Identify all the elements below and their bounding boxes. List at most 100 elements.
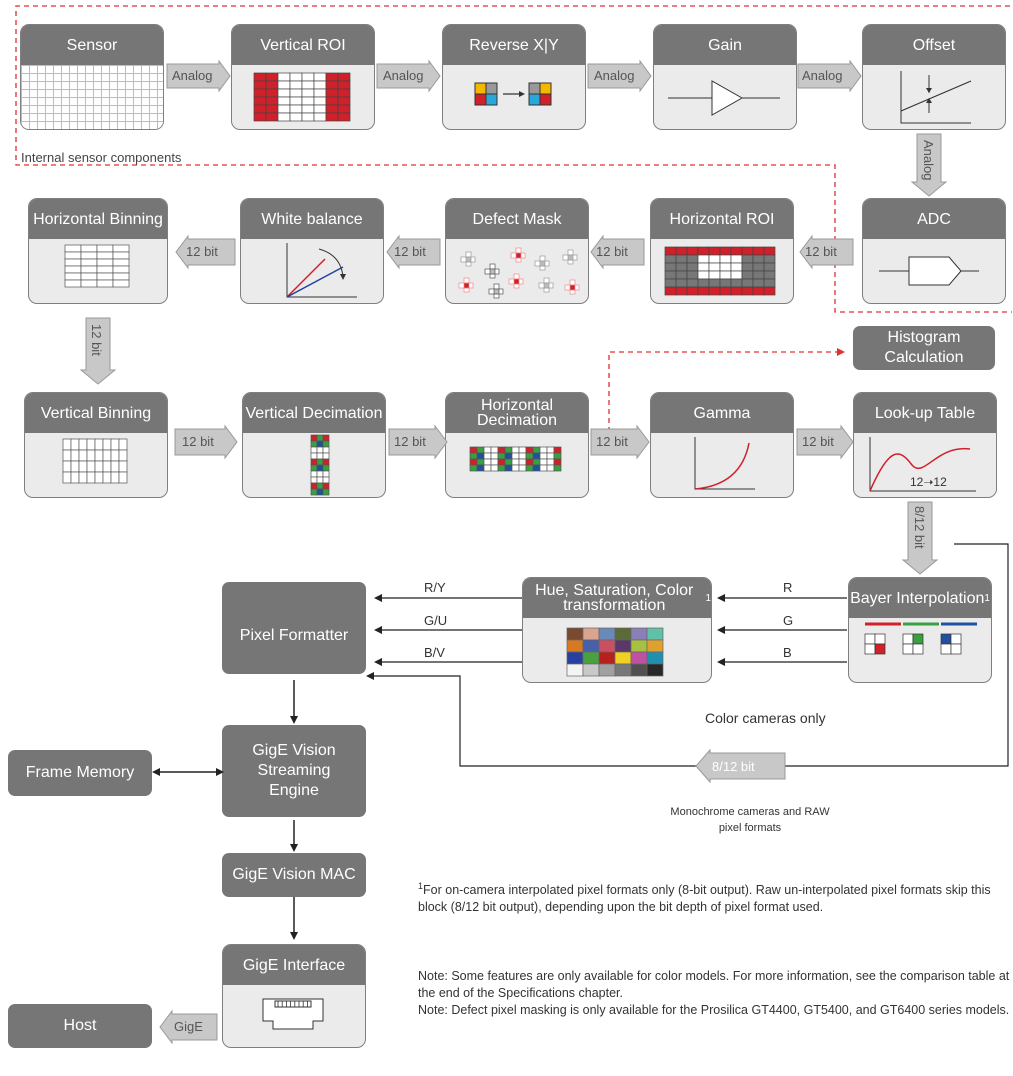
sensor-block: Sensor: [20, 24, 164, 130]
bit-label-vbin-vdec: 12 bit: [182, 434, 214, 449]
bit-label-hdec-gamma: 12 bit: [596, 434, 628, 449]
white-balance-title: White balance: [241, 199, 383, 239]
lut-mapping-label: 12➝12: [910, 475, 947, 489]
host-block: Host: [8, 1004, 152, 1048]
gamma-curve-icon: [694, 437, 755, 490]
bayer-icon: [864, 622, 977, 655]
b-label: B: [783, 645, 792, 660]
frame-memory-block: Frame Memory: [8, 750, 152, 796]
analog-arrow-1: [166, 59, 231, 93]
bit-label-wb-hbin: 12 bit: [186, 244, 218, 259]
bit-arrow-adc-hroi: [799, 234, 854, 270]
adc-block: ADC: [862, 198, 1006, 304]
interface-block: GigE Interface: [222, 944, 366, 1048]
gige-arrow: [159, 1009, 218, 1045]
amplifier-icon: [668, 80, 780, 116]
gige-label: GigE: [174, 1019, 203, 1034]
gamma-block: Gamma: [650, 392, 794, 498]
bit-arrow-mono: [695, 748, 786, 784]
defect-mask-title: Defect Mask: [446, 199, 588, 239]
horizontal-decimation-title: Horizontal Decimation: [446, 393, 588, 433]
analog-arrow-4: [797, 59, 862, 93]
g-label: G: [783, 613, 794, 628]
lookup-table-block: Look-up Table 12➝12: [853, 392, 997, 498]
bv-label: B/V: [424, 645, 445, 660]
lut-curve-icon: [869, 437, 976, 492]
bit-arrow-vbin-vdec: [174, 424, 238, 460]
bit-label-down-1: 12 bit: [89, 324, 104, 356]
lookup-table-title: Look-up Table: [854, 393, 996, 433]
bit-label-vdec-hdec: 12 bit: [394, 434, 426, 449]
histogram-dashed-arrow: [608, 348, 845, 432]
bit-arrow-down-1: [79, 317, 117, 385]
bit-arrow-hroi-defect: [590, 234, 645, 270]
gain-block: Gain: [653, 24, 797, 130]
adc-icon: [879, 256, 979, 286]
pixel-formatter-block: Pixel Formatter: [222, 582, 366, 674]
reverse-xy-block: Reverse X|Y: [442, 24, 586, 130]
analog-label-5: Analog: [921, 140, 936, 181]
bit-label-gamma-lut: 12 bit: [802, 434, 834, 449]
analog-label-1: Analog: [172, 68, 213, 83]
horizontal-binning-title: Horizontal Binning: [29, 199, 167, 239]
mac-block: GigE Vision MAC: [222, 853, 366, 897]
note-color-models: Note: Some features are only available f…: [418, 969, 1010, 1000]
bit-arrow-vdec-hdec: [388, 424, 448, 460]
internal-sensor-label: Internal sensor components: [21, 150, 182, 165]
mono-caption: Monochrome cameras and RAW pixel formats: [670, 806, 830, 834]
vertical-roi-icon: [253, 72, 351, 122]
footnote: 1For on-camera interpolated pixel format…: [418, 881, 991, 915]
vertical-decimation-block: Vertical Decimation: [242, 392, 386, 498]
bit-arrow-wb-hbin: [175, 234, 236, 270]
interface-title: GigE Interface: [223, 945, 365, 985]
vertical-decimation-icon: [310, 434, 330, 496]
note-defect-masking: Note: Defect pixel masking is only avail…: [418, 1003, 1010, 1017]
gu-label: G/U: [424, 613, 448, 628]
sensor-grid-icon: [21, 65, 163, 129]
analog-arrow-3: [587, 59, 652, 93]
bit-arrow-hdec-gamma: [590, 424, 650, 460]
bit-label-hroi-defect: 12 bit: [596, 244, 628, 259]
horizontal-roi-icon: [664, 246, 776, 296]
reverse-xy-title: Reverse X|Y: [443, 25, 585, 65]
vertical-binning-block: Vertical Binning: [24, 392, 168, 498]
rgb-arrows: [717, 594, 847, 666]
left-column-arrows: [290, 680, 298, 940]
reverse-xy-icon: [474, 82, 552, 106]
horizontal-roi-block: Horizontal ROI: [650, 198, 794, 304]
adc-title: ADC: [863, 199, 1005, 239]
streaming-engine-block: GigE Vision Streaming Engine: [222, 725, 366, 817]
internal-sensor-boundary: [15, 5, 1012, 313]
analog-label-4: Analog: [802, 68, 843, 83]
bit-label-adc-hroi: 12 bit: [805, 244, 837, 259]
bit-arrow-down-2: [901, 501, 939, 575]
defect-mask-icon: [458, 247, 580, 299]
offset-icon: [900, 71, 972, 124]
horizontal-binning-block: Horizontal Binning: [28, 198, 168, 304]
analog-label-2: Analog: [383, 68, 424, 83]
r-label: R: [783, 580, 793, 595]
white-balance-block: White balance: [240, 198, 384, 304]
color-only-caption: Color cameras only: [705, 710, 826, 726]
analog-arrow-down: [910, 133, 948, 197]
sensor-title: Sensor: [21, 25, 163, 65]
bit-arrow-defect-wb: [386, 234, 441, 270]
white-balance-icon: [286, 243, 357, 298]
horizontal-roi-title: Horizontal ROI: [651, 199, 793, 239]
yuv-arrows: [374, 594, 522, 666]
offset-title: Offset: [863, 25, 1005, 65]
gain-title: Gain: [654, 25, 796, 65]
bit-label-mono: 8/12 bit: [712, 759, 755, 774]
ry-label: R/Y: [424, 580, 446, 595]
horizontal-binning-icon: [64, 244, 130, 288]
analog-label-3: Analog: [594, 68, 635, 83]
color-checker-icon: [566, 627, 664, 677]
gamma-title: Gamma: [651, 393, 793, 433]
vertical-binning-title: Vertical Binning: [25, 393, 167, 433]
horizontal-decimation-block: Horizontal Decimation: [445, 392, 589, 498]
vertical-decimation-title: Vertical Decimation: [243, 393, 385, 433]
bit-label-defect-wb: 12 bit: [394, 244, 426, 259]
